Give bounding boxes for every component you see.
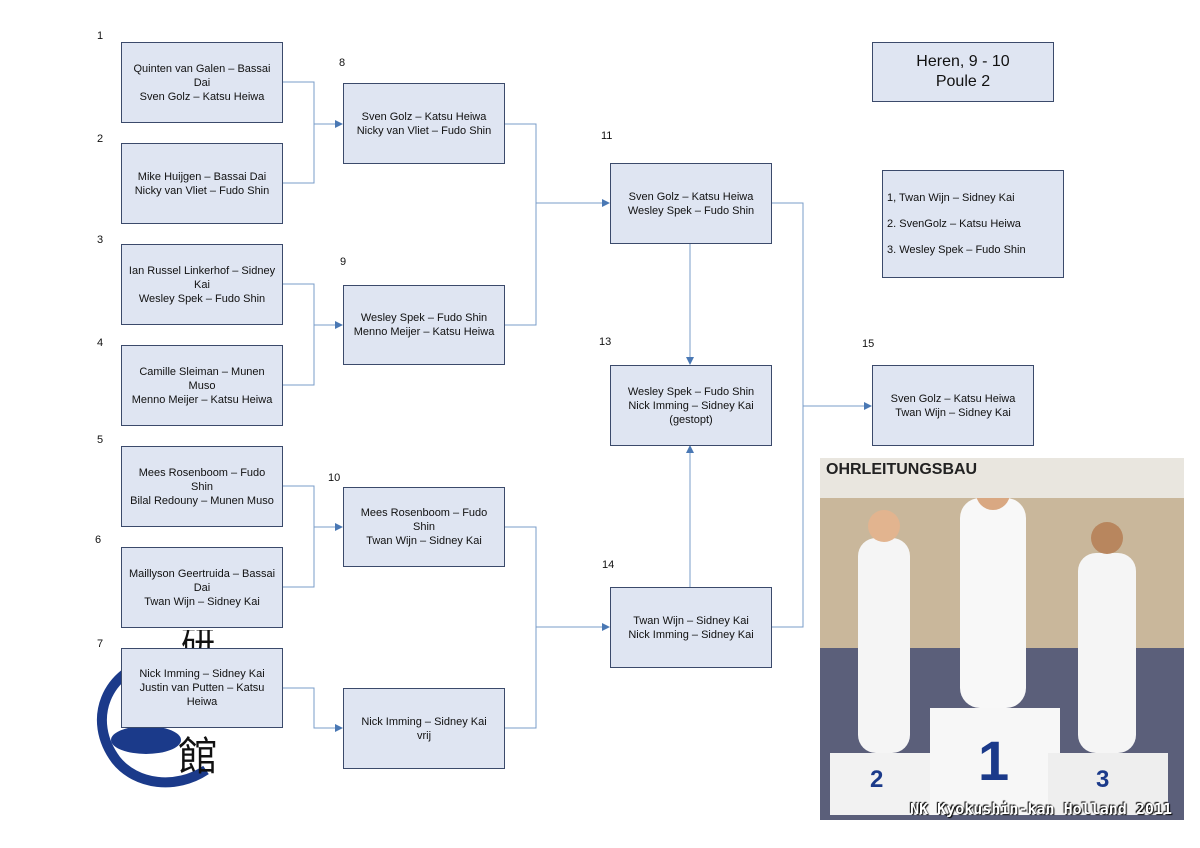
podium-second: 2: [870, 766, 884, 793]
match-line: Ian Russel Linkerhof – Sidney: [128, 264, 276, 277]
match-line: Mees Rosenboom – Fudo: [138, 466, 266, 479]
podium-first: 1: [978, 729, 1010, 792]
match-line: Heiwa: [186, 696, 218, 708]
match-line: Menno Meijer – Katsu Heiwa: [353, 326, 495, 338]
match-number-m6: 6: [95, 534, 102, 546]
match-line: Nicky van Vliet – Fudo Shin: [134, 184, 270, 197]
podium-illustration: [820, 458, 1184, 820]
match-line: Dai: [193, 76, 211, 89]
match-line: Nick Imming – Sidney Kai: [628, 628, 754, 641]
match-line: Mike Huijgen – Bassai Dai: [137, 170, 267, 183]
match-line: vrij: [416, 729, 432, 742]
match-line: Nick Imming – Sidney Kai: [628, 399, 754, 412]
match-number-m2: 2: [97, 133, 104, 145]
match-number-m7: 7: [97, 638, 104, 650]
match-line: Justin van Putten – Katsu: [139, 682, 265, 694]
match-line: Sven Golz – Katsu Heiwa: [890, 392, 1016, 405]
match-number-m4: 4: [97, 337, 104, 349]
match-line: Nicky van Vliet – Fudo Shin: [356, 124, 492, 137]
match-number-m15: 15: [862, 338, 875, 350]
match-number-m11: 11: [601, 130, 613, 142]
match-line: Mees Rosenboom – Fudo: [360, 507, 488, 519]
match-line: Wesley Spek – Fudo Shin: [360, 312, 488, 324]
match-line: Muso: [188, 379, 216, 392]
match-number-m14: 14: [602, 559, 615, 571]
match-line: Sven Golz – Katsu Heiwa: [628, 190, 754, 203]
photo-caption: NK Kyokushin-kan Holland 2011: [910, 800, 1172, 818]
match-line: Nick Imming – Sidney Kai: [139, 668, 265, 680]
match-number-m5: 5: [97, 434, 104, 446]
title-box: Heren, 9 - 10 Poule 2: [872, 42, 1054, 102]
match-line: Twan Wijn – Sidney Kai: [633, 614, 749, 627]
match-line: Wesley Spek – Fudo Shin: [627, 385, 755, 398]
match-line: Twan Wijn – Sidney Kai: [144, 595, 260, 608]
podium-photo: OHRLEITUNGSBAU 2 1 3 NK Kyokushin-kan Ho…: [820, 458, 1184, 820]
match-number-m10: 10: [328, 472, 341, 484]
match-line: Dai: [193, 581, 211, 594]
kyokushin-logo-icon: 研 館: [96, 630, 218, 788]
standing-3: 3. Wesley Spek – Fudo Shin: [887, 244, 1026, 256]
standing-1: 1, Twan Wijn – Sidney Kai: [887, 192, 1015, 204]
match-line: Twan Wijn – Sidney Kai: [366, 535, 482, 547]
match-number-m13: 13: [599, 336, 612, 348]
photo-banner: OHRLEITUNGSBAU: [820, 458, 1184, 498]
match-line: Bilal Redouny – Munen Muso: [130, 494, 274, 507]
svg-text:館: 館: [178, 734, 218, 780]
match-line: Twan Wijn – Sidney Kai: [895, 406, 1011, 419]
final-standings: 1, Twan Wijn – Sidney Kai 2. SvenGolz – …: [882, 170, 1064, 278]
match-number-m3: 3: [97, 234, 104, 246]
match-line: (gestopt): [669, 413, 713, 426]
match-line: Wesley Spek – Fudo Shin: [627, 204, 755, 217]
match-line: Wesley Spek – Fudo Shin: [138, 292, 266, 305]
match-line: Maillyson Geertruida – Bassai: [128, 567, 276, 580]
match-number-m9: 9: [340, 256, 347, 268]
match-line: Shin: [190, 480, 214, 493]
match-line: Camille Sleiman – Munen: [139, 365, 265, 378]
match-number-m8: 8: [339, 57, 346, 69]
match-number-m1: 1: [97, 30, 104, 42]
match-line: Kai: [194, 278, 210, 291]
match-line: Menno Meijer – Katsu Heiwa: [131, 393, 273, 406]
match-line: Quinten van Galen – Bassai: [133, 62, 271, 75]
standing-2: 2. SvenGolz – Katsu Heiwa: [887, 218, 1021, 230]
pool-title: Poule 2: [935, 73, 991, 90]
podium-third: 3: [1096, 766, 1110, 793]
match-line: Shin: [412, 521, 436, 533]
match-line: Sven Golz – Katsu Heiwa: [361, 110, 487, 123]
match-line: Sven Golz – Katsu Heiwa: [139, 90, 265, 103]
match-line: Nick Imming – Sidney Kai: [361, 715, 487, 728]
category-title: Heren, 9 - 10: [916, 53, 1010, 70]
